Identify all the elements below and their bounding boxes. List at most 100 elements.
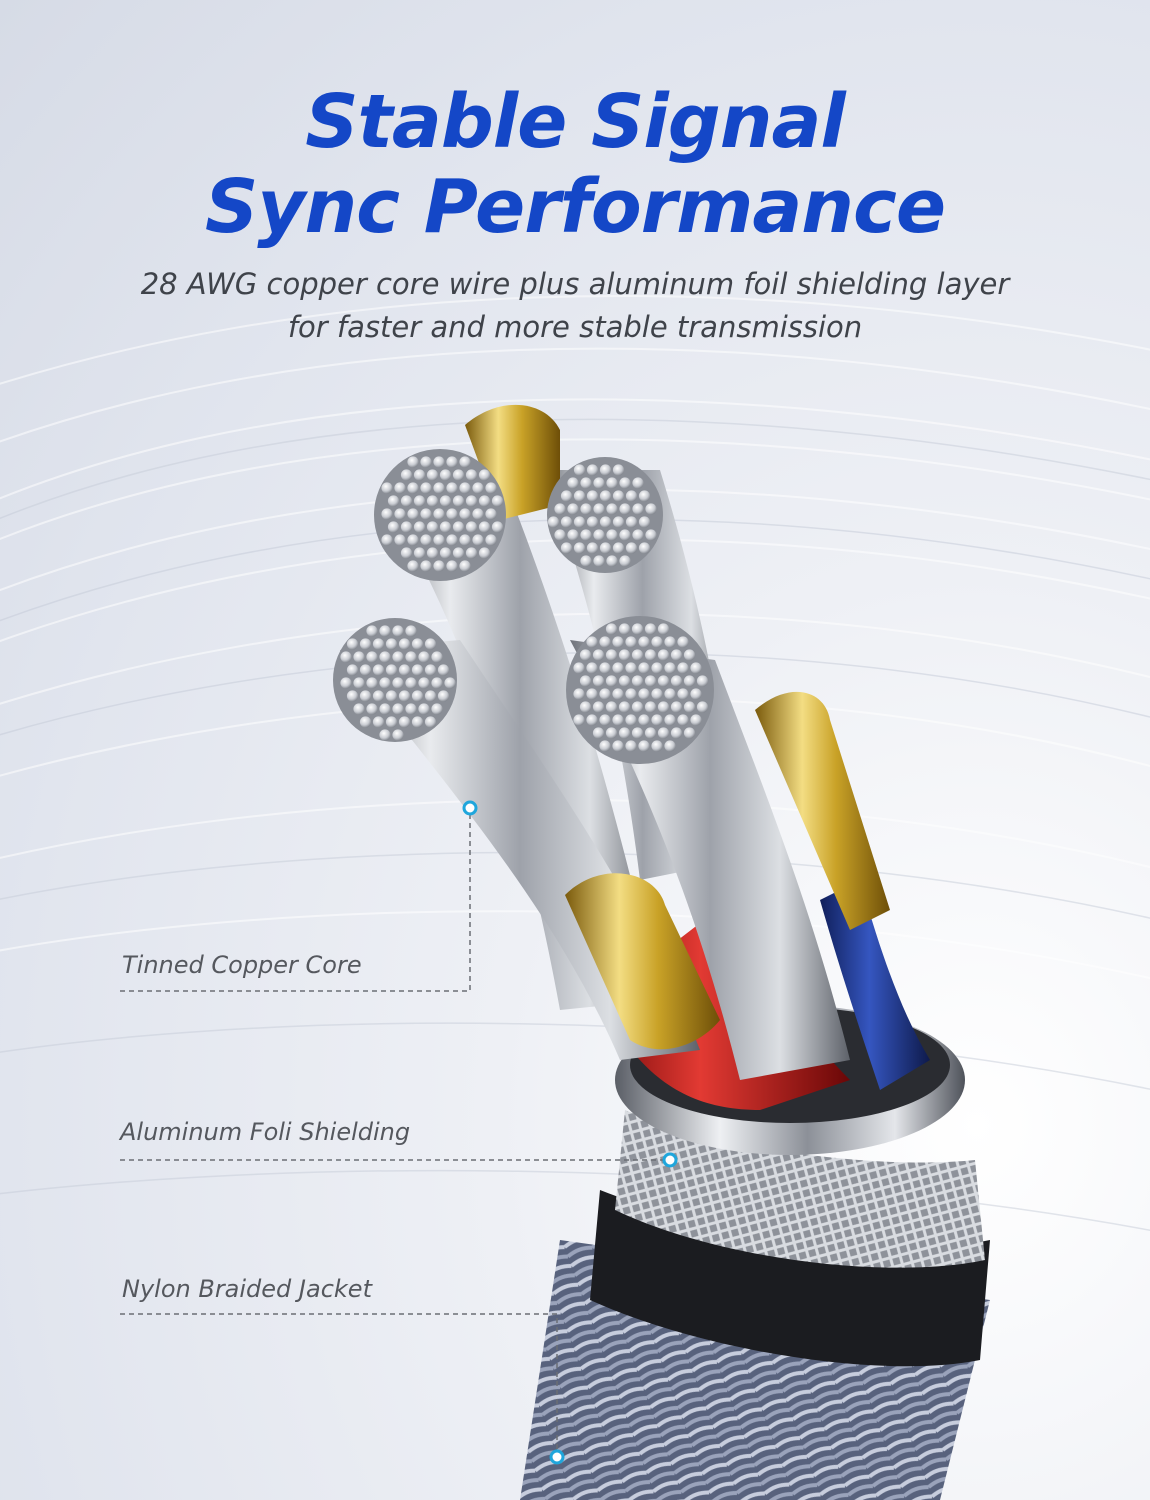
- strand-end: [426, 469, 439, 481]
- strand-end: [677, 662, 689, 674]
- strand-end: [465, 521, 478, 533]
- strand-end: [606, 503, 618, 515]
- strand-end: [651, 740, 663, 752]
- subheadline-line-1: 28 AWG copper core wire plus aluminum fo…: [140, 267, 1010, 301]
- strand-end: [560, 542, 573, 554]
- strand-end: [619, 503, 631, 515]
- strand-end: [677, 714, 689, 726]
- strand-end: [405, 625, 417, 637]
- strand-end: [618, 701, 631, 713]
- strand-end: [683, 649, 696, 661]
- strand-end: [439, 547, 452, 559]
- strand-end: [381, 482, 393, 494]
- strand-end: [407, 534, 419, 546]
- strand-end: [664, 688, 676, 700]
- strand-end: [346, 638, 359, 650]
- strand-end: [420, 456, 432, 468]
- strand-end: [491, 521, 504, 533]
- strand-end: [420, 534, 432, 546]
- strand-end: [599, 490, 612, 502]
- callout-leader-lines: [120, 810, 670, 1455]
- strand-end: [446, 482, 458, 494]
- strand-end: [638, 542, 651, 554]
- strand-end: [638, 516, 651, 528]
- strand-end: [690, 714, 702, 726]
- strand-end: [392, 703, 404, 715]
- strand-end: [547, 516, 560, 528]
- strand-end: [411, 690, 424, 702]
- strand-end: [651, 714, 663, 726]
- strand-end: [567, 477, 579, 489]
- strand-end: [366, 677, 378, 689]
- strand-end: [586, 464, 599, 476]
- strand-end: [392, 625, 404, 637]
- strand-end: [644, 623, 657, 635]
- strand-end: [411, 716, 424, 728]
- strand-end: [444, 677, 456, 689]
- strand-end: [560, 516, 573, 528]
- strand-end: [631, 675, 644, 687]
- strand-end: [657, 701, 670, 713]
- strand-end: [644, 727, 657, 739]
- strand-end: [433, 560, 445, 572]
- strand-end: [387, 495, 400, 507]
- strand-end: [405, 651, 417, 663]
- strand-end: [433, 482, 445, 494]
- strand-end: [381, 508, 393, 520]
- strand-end: [599, 516, 612, 528]
- strand-end: [459, 482, 471, 494]
- strand-end: [664, 740, 676, 752]
- strand-end: [398, 690, 411, 702]
- strand-end: [670, 675, 683, 687]
- strand-end: [437, 664, 450, 676]
- strand-end: [385, 638, 398, 650]
- strand-end: [478, 469, 491, 481]
- strand-end: [465, 495, 478, 507]
- strand-end: [612, 714, 624, 726]
- strand-end: [394, 508, 406, 520]
- strand-end: [446, 534, 458, 546]
- strand-end: [631, 701, 644, 713]
- strand-end: [677, 688, 689, 700]
- strand-end: [683, 727, 696, 739]
- strand-end: [379, 703, 391, 715]
- strand-end: [618, 727, 631, 739]
- strand-end: [580, 503, 592, 515]
- strand-end: [586, 490, 599, 502]
- strand-end: [690, 688, 702, 700]
- strand-end: [446, 456, 458, 468]
- strand-end: [407, 482, 419, 494]
- strand-end: [592, 727, 605, 739]
- gold-conductor-top: [465, 404, 560, 520]
- strand-end: [599, 740, 611, 752]
- strand-end: [465, 547, 478, 559]
- strand-end: [426, 521, 439, 533]
- strand-end: [439, 521, 452, 533]
- strand-end: [625, 714, 637, 726]
- strand-end: [593, 503, 605, 515]
- strand-end: [645, 529, 657, 541]
- strand-end: [398, 638, 411, 650]
- strand-end: [580, 529, 592, 541]
- strand-end: [426, 547, 439, 559]
- strand-end: [459, 534, 471, 546]
- strand-end: [625, 688, 637, 700]
- strand-end: [340, 651, 352, 663]
- strand-end: [592, 701, 605, 713]
- strand-end: [651, 688, 663, 700]
- strand-end: [657, 675, 670, 687]
- strand-end: [407, 560, 419, 572]
- strand-end: [385, 716, 398, 728]
- strand-end: [446, 508, 458, 520]
- strand-end: [366, 651, 378, 663]
- strand-end: [381, 534, 393, 546]
- strand-end: [424, 664, 437, 676]
- strand-end: [424, 638, 437, 650]
- blue-wire-insulation: [820, 880, 930, 1090]
- strand-end: [592, 649, 605, 661]
- strand-end: [638, 740, 650, 752]
- strand-end: [431, 703, 443, 715]
- strand-end: [573, 490, 586, 502]
- strand-end: [366, 625, 378, 637]
- strand-end: [439, 469, 452, 481]
